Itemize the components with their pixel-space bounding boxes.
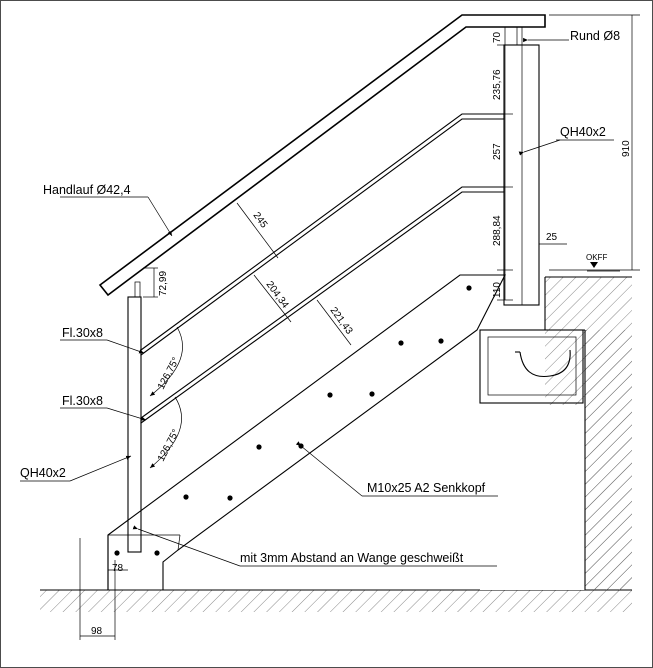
stair-stringer [107,274,506,591]
dim-235: 235,76 [492,69,503,100]
dim-70: 70 [492,31,503,43]
left-post [127,281,142,553]
ground-hatching [40,589,632,612]
dim-288: 288,84 [492,215,503,246]
screw-holes [114,285,472,556]
left-dimensions [79,267,158,640]
landing-block [479,329,584,404]
dim-245: 245 [251,210,270,230]
weld-label: mit 3mm Abstand an Wange geschweißt [240,551,464,565]
lower-flat-bar [140,186,505,425]
dim-257: 257 [492,143,503,160]
dim-25: 25 [546,232,558,243]
dim-98: 98 [91,626,103,637]
dim-910: 910 [621,140,632,157]
dim-78: 78 [112,563,124,574]
right-dimension-chain [497,14,640,301]
dim-204: 204,34 [264,279,291,311]
upper-flat-bar [140,113,505,357]
leader-lines [20,37,620,567]
okff-label: OKFF [586,253,607,262]
angle-upper: 126,75° [156,356,182,392]
angle-lower: 126,75° [156,428,182,464]
dim-72: 72,99 [158,271,169,296]
qh-right-label: QH40x2 [560,125,606,139]
screw-label: M10x25 A2 Senkkopf [367,481,486,495]
dim-110: 110 [492,282,503,298]
fl-upper-label: Fl.30x8 [62,326,103,340]
slanted-dimensions [236,202,352,346]
handlauf-label: Handlauf Ø42,4 [43,183,131,197]
angle-arcs [149,326,183,469]
rund-label: Rund Ø8 [570,29,620,43]
right-post [503,26,540,306]
fl-lower-label: Fl.30x8 [62,394,103,408]
handrail [98,14,546,297]
qh-left-label: QH40x2 [20,466,66,480]
upper-floor-hatching [480,276,632,590]
